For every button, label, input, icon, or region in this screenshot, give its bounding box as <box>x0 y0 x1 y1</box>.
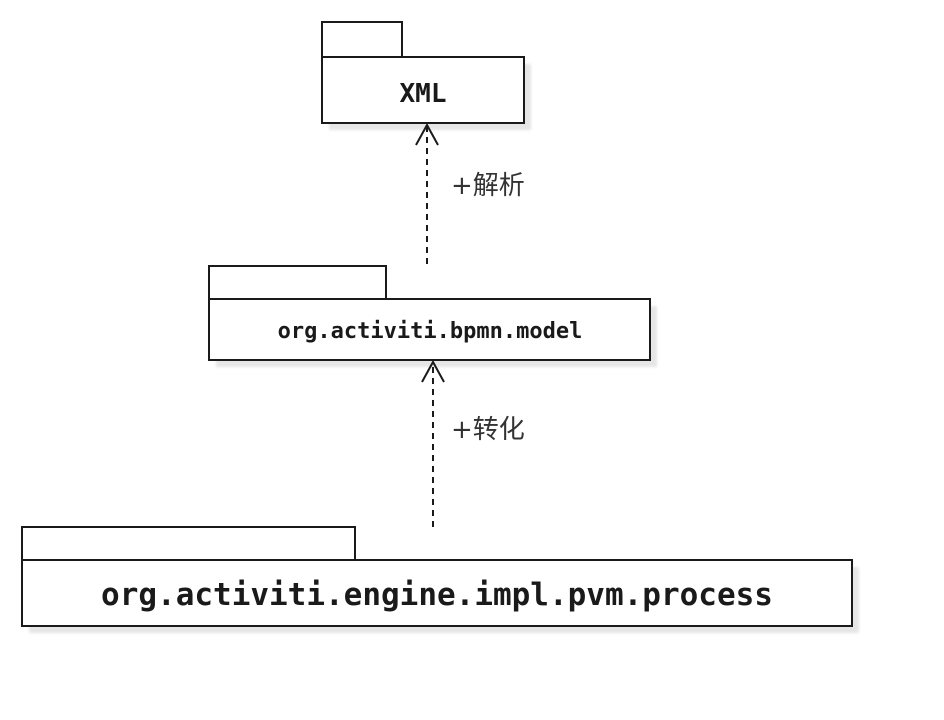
package-pvm-process-name: org.activiti.engine.impl.pvm.process <box>101 577 773 613</box>
dependency-label-parse: +解析 <box>451 171 525 201</box>
package-bpmn-model-name: org.activiti.bpmn.model <box>278 319 583 344</box>
open-arrowhead-icon <box>421 359 445 383</box>
package-bpmn-model[interactable]: org.activiti.bpmn.model <box>208 265 657 367</box>
open-arrowhead-icon <box>415 122 439 146</box>
package-pvm-process[interactable]: org.activiti.engine.impl.pvm.process <box>21 526 859 633</box>
dependency-pvm-process-to-bpmn-model: +转化 <box>421 359 525 527</box>
package-xml-name: XML <box>400 79 447 109</box>
dependency-label-convert: +转化 <box>451 415 525 445</box>
dependency-bpmn-model-to-xml: +解析 <box>415 122 525 264</box>
package-xml[interactable]: XML <box>321 21 531 130</box>
